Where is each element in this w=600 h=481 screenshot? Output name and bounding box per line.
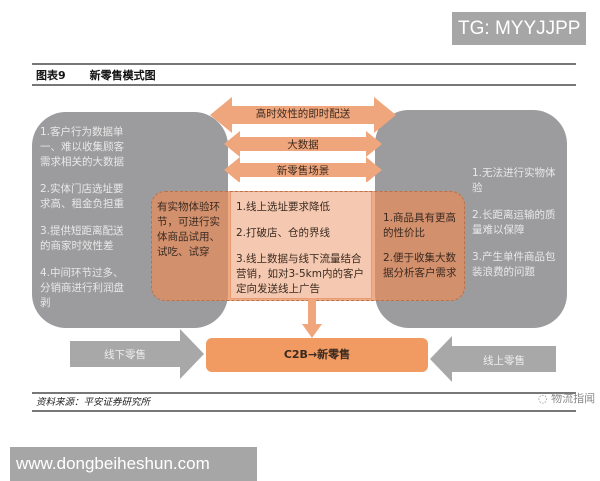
new-retail-point-1: 1.线上选址要求降低 [236, 201, 331, 213]
source-rule-top [32, 392, 576, 394]
online-advantage-list: 1.商品具有更高的性价比 2.便于收集大数据分析客户需求 [383, 211, 463, 291]
double-arrow-2 [224, 131, 382, 157]
online-retail-label: 线上零售 [483, 355, 525, 367]
center-fill [231, 192, 371, 298]
watermark-tg: TG: MYYJJPP [452, 12, 586, 45]
wechat-icon: ◌ [538, 392, 552, 405]
down-arrow [302, 298, 322, 338]
arrow-label-delivery: 高时效性的即时配送 [255, 108, 351, 120]
double-arrow-1 [210, 97, 396, 133]
title-rule-top [32, 63, 576, 65]
new-retail-point-2: 2.打破店、仓的界线 [236, 227, 331, 239]
offline-weakness-list: 1.客户行为数据单一、难以收集顾客需求相关的大数据 2.实体门店选址要求高、租金… [40, 125, 130, 323]
online-retail-arrow [430, 336, 556, 382]
offline-weakness-4: 4.中间环节过多、分销商进行利润盘剥 [40, 267, 124, 309]
online-weakness-1: 1.无法进行实物体验 [472, 167, 556, 194]
online-weakness-list: 1.无法进行实物体验 2.长距离运输的质量难以保障 3.产生单件商品包装浪费的问… [472, 166, 562, 292]
new-retail-point-3: 3.线上数据与线下流量结合营销，如对3-5km内的客户定向发送线上广告 [236, 253, 364, 295]
offline-retail-label: 线下零售 [104, 349, 146, 361]
figure-label: 图表9 [36, 69, 66, 82]
arrow-label-bigdata: 大数据 [287, 139, 319, 151]
wechat-watermark: ◌ 物流指闻 [538, 390, 595, 406]
offline-weakness-1: 1.客户行为数据单一、难以收集顾客需求相关的大数据 [40, 126, 124, 168]
offline-retail-arrow [70, 329, 204, 379]
arrow-label-scene: 新零售场景 [276, 165, 330, 177]
source-rule-bottom [32, 410, 576, 412]
online-advantage-1: 1.商品具有更高的性价比 [383, 212, 457, 239]
offline-weakness-3: 3.提供短距离配送的商家时效性差 [40, 225, 124, 252]
new-retail-points: 1.线上选址要求降低 2.打破店、仓的界线 3.线上数据与线下流量结合营销，如对… [236, 200, 370, 308]
online-weakness-2: 2.长距离运输的质量难以保障 [472, 209, 556, 236]
title-rule-bottom [32, 84, 576, 86]
site-watermark: www.dongbeiheshun.com [10, 447, 257, 481]
c2b-new-retail-box: C2B→新零售 [206, 338, 428, 372]
double-arrow-3 [224, 157, 382, 182]
offline-advantage-text: 有实物体验环节，可进行实体商品试用、试吃、试穿 [157, 201, 220, 258]
double-arrows [210, 97, 396, 182]
online-weakness-3: 3.产生单件商品包装浪费的问题 [472, 251, 556, 278]
figure-title: 图表9 新零售模式图 [36, 67, 180, 83]
online-advantage-2: 2.便于收集大数据分析客户需求 [383, 252, 457, 279]
source-note: 资料来源：平安证券研究所 [36, 397, 151, 408]
wechat-watermark-text: 物流指闻 [551, 392, 596, 405]
offline-weakness-2: 2.实体门店选址要求高、租金负担重 [40, 183, 124, 210]
figure-name: 新零售模式图 [89, 69, 156, 82]
